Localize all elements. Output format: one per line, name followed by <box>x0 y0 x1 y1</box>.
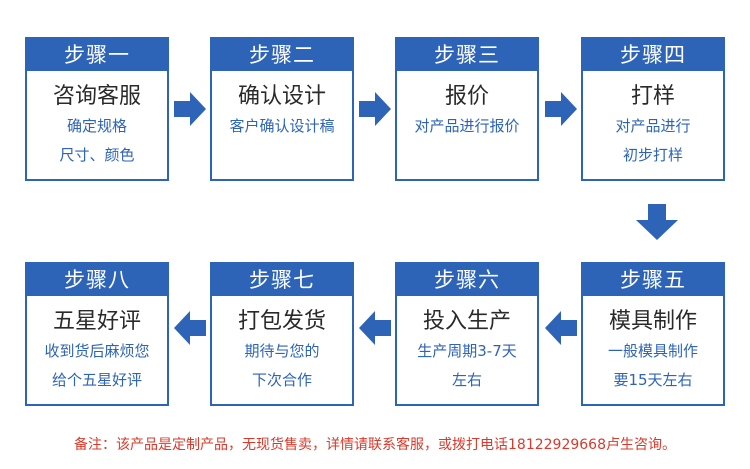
step-4-desc-line2: 初步打样 <box>622 146 683 164</box>
step-6-box: 步骤六 投入生产 生产周期3-7天 左右 <box>395 262 539 406</box>
step-2-title: 确认设计 <box>237 84 326 109</box>
arrow-right-icon <box>545 92 577 126</box>
step-2-box: 步骤二 确认设计 客户确认设计稿 <box>210 37 354 181</box>
step-2-desc-line1: 客户确认设计稿 <box>229 117 335 135</box>
step-8-box: 步骤八 五星好评 收到货后麻烦您 给个五星好评 <box>25 262 169 406</box>
arrow-left-icon <box>545 311 577 345</box>
step-7-desc-line1: 期待与您的 <box>244 342 320 360</box>
step-1-header: 步骤一 <box>27 39 167 71</box>
step-5-title: 模具制作 <box>608 309 697 334</box>
step-4-desc-line1: 对产品进行 <box>615 117 691 135</box>
arrow-left-icon <box>359 311 391 345</box>
arrow-down-icon <box>636 204 678 240</box>
step-5-desc-line2: 要15天左右 <box>613 371 693 389</box>
arrow-right-icon <box>174 92 206 126</box>
arrow-left-icon <box>174 311 206 345</box>
step-3-title: 报价 <box>444 84 489 109</box>
step-6-desc-line1: 生产周期3-7天 <box>417 342 517 360</box>
step-7-desc-line2: 下次合作 <box>251 371 312 389</box>
step-8-title: 五星好评 <box>52 309 141 334</box>
step-7-box: 步骤七 打包发货 期待与您的 下次合作 <box>210 262 354 406</box>
step-3-header: 步骤三 <box>397 39 537 71</box>
step-5-header: 步骤五 <box>583 264 723 296</box>
step-2-header: 步骤二 <box>212 39 352 71</box>
arrow-right-icon <box>359 92 391 126</box>
step-4-box: 步骤四 打样 对产品进行 初步打样 <box>581 37 725 181</box>
step-7-title: 打包发货 <box>237 309 326 334</box>
step-7-header: 步骤七 <box>212 264 352 296</box>
step-8-desc-line2: 给个五星好评 <box>51 371 142 389</box>
step-1-box: 步骤一 咨询客服 确定规格 尺寸、颜色 <box>25 37 169 181</box>
step-3-desc-line1: 对产品进行报价 <box>414 117 520 135</box>
footer-note: 备注：该产品是定制产品，无现货售卖，详情请联系客服，或拨打电话181229296… <box>74 437 676 453</box>
step-5-box: 步骤五 模具制作 一般模具制作 要15天左右 <box>581 262 725 406</box>
step-8-desc-line1: 收到货后麻烦您 <box>44 342 150 360</box>
step-4-header: 步骤四 <box>583 39 723 71</box>
step-4-title: 打样 <box>630 84 675 109</box>
step-6-title: 投入生产 <box>422 309 511 334</box>
step-1-title: 咨询客服 <box>52 84 141 109</box>
step-6-desc-line2: 左右 <box>451 371 482 389</box>
step-6-header: 步骤六 <box>397 264 537 296</box>
step-8-header: 步骤八 <box>27 264 167 296</box>
step-5-desc-line1: 一般模具制作 <box>607 342 698 360</box>
step-1-desc-line1: 确定规格 <box>66 117 127 135</box>
step-1-desc-line2: 尺寸、颜色 <box>59 146 135 164</box>
step-3-box: 步骤三 报价 对产品进行报价 <box>395 37 539 181</box>
